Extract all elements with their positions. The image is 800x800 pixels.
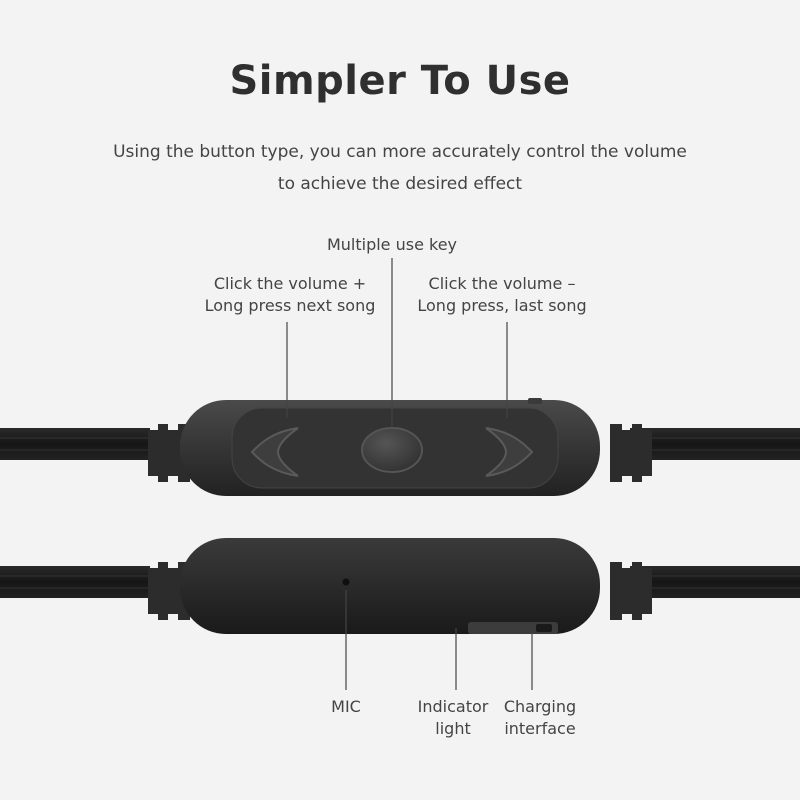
volume-up-line-2: Long press next song <box>204 296 376 315</box>
strain-relief-left-bottom <box>148 562 190 620</box>
cable-right-bottom <box>630 566 800 598</box>
mic-label: MIC <box>331 697 361 716</box>
strain-relief-right-top <box>610 424 652 482</box>
multiple-use-key-label: Multiple use key <box>326 235 458 254</box>
chevron-left-icon[interactable] <box>250 427 299 477</box>
callout-lines <box>286 258 533 690</box>
remote-back-view <box>0 538 800 634</box>
oval-button-icon[interactable] <box>361 427 423 473</box>
remote-body-bottom <box>180 538 600 634</box>
cable-right-top <box>630 428 800 460</box>
charging-line-2: interface <box>504 719 576 738</box>
strain-relief-right-bottom <box>610 562 652 620</box>
volume-up-line-1: Click the volume + <box>213 274 367 293</box>
cable-left-bottom <box>0 566 150 598</box>
charging-interface-label: Charging interface <box>492 696 588 740</box>
cable-left-top <box>0 428 150 460</box>
page-title: Simpler To Use <box>229 58 571 104</box>
subtitle-line-2: to achieve the desired effect <box>277 174 523 194</box>
indicator-light-label: Indicator light <box>404 696 502 740</box>
remote-front-view <box>0 398 800 496</box>
indicator-line-1: Indicator <box>417 697 489 716</box>
charging-port <box>468 622 558 634</box>
subtitle-line-1: Using the button type, you can more accu… <box>113 142 687 162</box>
volume-up-label: Click the volume + Long press next song <box>190 273 390 317</box>
volume-down-line-2: Long press, last song <box>417 296 587 315</box>
strain-relief-left-top <box>148 424 190 482</box>
indicator-line-2: light <box>435 719 471 738</box>
chevron-right-icon[interactable] <box>485 427 534 477</box>
mic-hole <box>342 578 350 586</box>
volume-down-label: Click the volume – Long press, last song <box>404 273 600 317</box>
charging-line-1: Charging <box>503 697 577 716</box>
volume-down-line-1: Click the volume – <box>428 274 576 293</box>
